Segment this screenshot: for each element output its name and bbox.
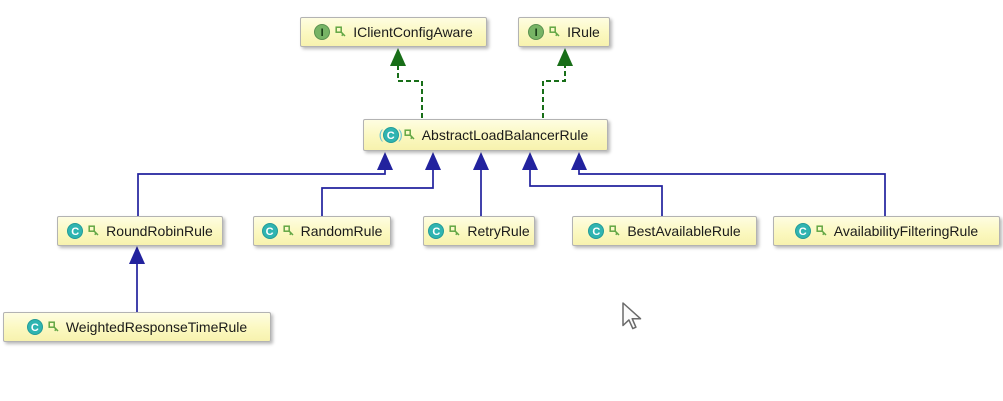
node-roundrobinrule[interactable]: C RoundRobinRule bbox=[57, 216, 223, 246]
interface-icon: I bbox=[528, 24, 545, 40]
key-icon bbox=[88, 225, 99, 236]
key-icon bbox=[48, 321, 59, 332]
key-icon bbox=[335, 26, 346, 37]
class-icon: C bbox=[67, 223, 84, 239]
edge-abstractloadbalancerrule-implements-iclientconfigaware bbox=[397, 66, 423, 118]
extends-arrowhead bbox=[571, 152, 587, 170]
node-weightedresponsetimerule[interactable]: C WeightedResponseTimeRule bbox=[3, 312, 271, 342]
implements-arrowhead bbox=[557, 48, 573, 66]
node-label: IRule bbox=[567, 24, 600, 40]
node-retryrule[interactable]: C RetryRule bbox=[423, 216, 535, 246]
implements-arrowhead bbox=[390, 48, 406, 66]
edge-bestavailablerule-extends-abstractloadbalancerrule bbox=[529, 170, 663, 216]
node-iclientconfigaware[interactable]: I IClientConfigAware bbox=[300, 17, 487, 47]
node-label: IClientConfigAware bbox=[353, 24, 473, 40]
node-bestavailablerule[interactable]: C BestAvailableRule bbox=[572, 216, 757, 246]
node-label: BestAvailableRule bbox=[627, 223, 741, 239]
class-icon: C bbox=[26, 319, 43, 335]
edge-roundrobinrule-extends-abstractloadbalancerrule bbox=[137, 170, 386, 216]
node-label: RandomRule bbox=[300, 223, 383, 239]
node-label: RetryRule bbox=[467, 223, 530, 239]
class-icon: C bbox=[794, 223, 811, 239]
key-icon bbox=[549, 26, 560, 37]
node-label: AbstractLoadBalancerRule bbox=[421, 127, 589, 143]
extends-arrowhead bbox=[473, 152, 489, 170]
node-abstractloadbalancerrule[interactable]: C AbstractLoadBalancerRule bbox=[363, 119, 608, 151]
interface-icon: I bbox=[314, 24, 331, 40]
class-icon: C bbox=[588, 223, 605, 239]
edge-availabilityfilteringrule-extends-abstractloadbalancerrule bbox=[578, 170, 886, 216]
key-icon bbox=[404, 129, 415, 140]
node-label: RoundRobinRule bbox=[106, 223, 213, 239]
extends-arrowhead bbox=[522, 152, 538, 170]
key-icon bbox=[283, 225, 294, 236]
node-label: AvailabilityFilteringRule bbox=[833, 223, 979, 239]
node-label: WeightedResponseTimeRule bbox=[65, 319, 248, 335]
key-icon bbox=[609, 225, 620, 236]
key-icon bbox=[449, 225, 460, 236]
mouse-cursor-icon bbox=[622, 302, 642, 330]
extends-arrowhead bbox=[129, 246, 145, 264]
class-icon: C bbox=[428, 223, 445, 239]
node-randomrule[interactable]: C RandomRule bbox=[253, 216, 391, 246]
edge-abstractloadbalancerrule-implements-irule bbox=[542, 66, 566, 118]
node-irule[interactable]: I IRule bbox=[518, 17, 610, 47]
node-availabilityfilteringrule[interactable]: C AvailabilityFilteringRule bbox=[773, 216, 1000, 246]
class-icon: C bbox=[261, 223, 278, 239]
extends-arrowhead bbox=[425, 152, 441, 170]
abstract-class-icon: C bbox=[379, 127, 403, 143]
extends-arrowhead bbox=[377, 152, 393, 170]
key-icon bbox=[816, 225, 827, 236]
edge-randomrule-extends-abstractloadbalancerrule bbox=[321, 170, 434, 216]
